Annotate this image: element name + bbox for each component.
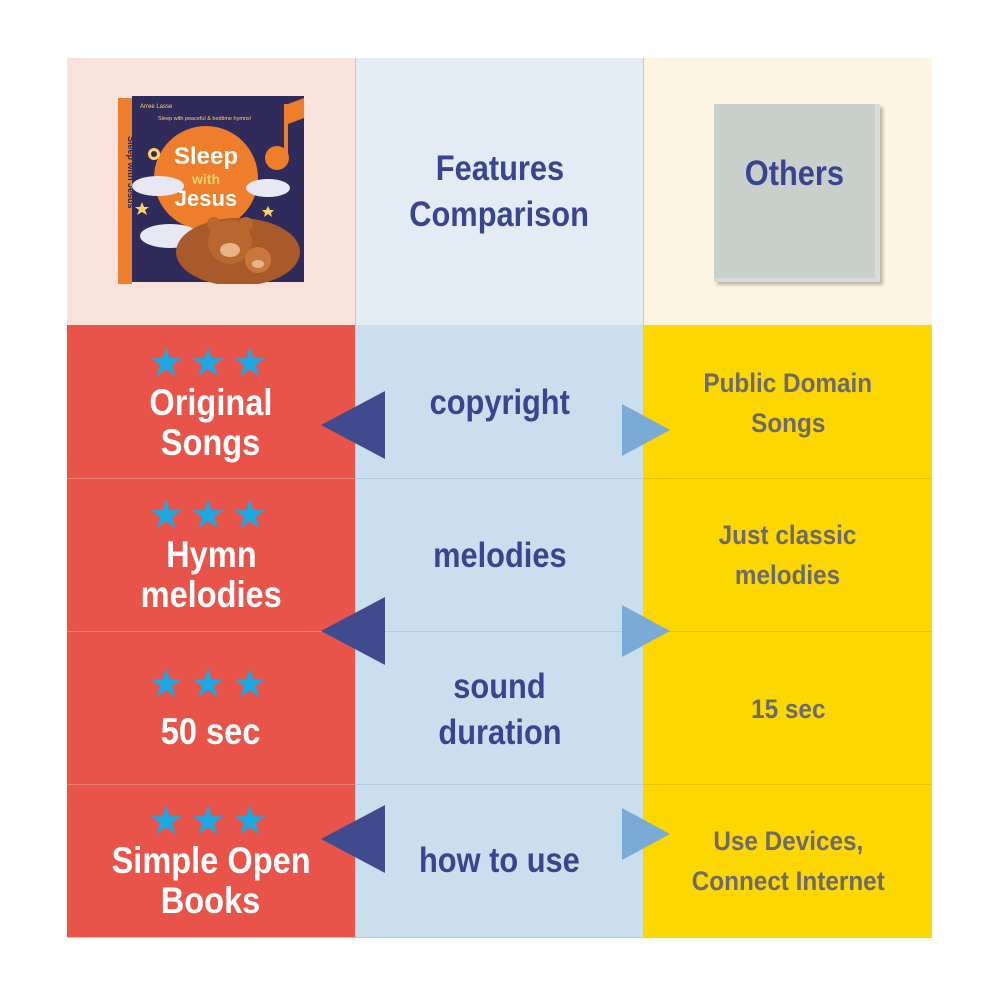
row-1-feature-cell: copyright <box>355 378 644 428</box>
row-divider <box>67 631 355 632</box>
right-arrow-icon <box>622 404 670 456</box>
comparison-title-cell: Features Comparison <box>355 58 644 325</box>
row-divider <box>644 631 932 632</box>
row-2-our-book-line-1: Hymn <box>165 534 257 575</box>
row-2-others-cell: Just classic melodies <box>644 512 932 598</box>
row-2-our-book-cell: ★★★ Hymn melodies <box>67 490 355 620</box>
three-star-rating-icon: ★★★ <box>148 493 274 537</box>
three-star-rating-icon: ★★★ <box>148 662 274 706</box>
three-star-rating-icon: ★★★ <box>148 799 274 843</box>
row-divider <box>355 478 644 479</box>
right-arrow-icon <box>622 808 670 860</box>
row-1-our-book-line-1: Original <box>149 382 273 423</box>
right-arrow-icon <box>622 605 670 657</box>
sleep-with-jesus-book-cover: Sleep with Jesus Arree Lasse Sleep with … <box>118 96 304 284</box>
row-2-feature-label: melodies <box>432 536 567 575</box>
row-1-others-line-2: Songs <box>750 408 826 438</box>
book-publisher: Arree Lasse <box>140 104 173 110</box>
row-3-feature-line-2: duration <box>437 713 562 752</box>
row-3-our-book-line-1: 50 sec <box>161 711 261 752</box>
row-4-our-book-cell: ★★★ Simple Open Books <box>67 796 355 926</box>
row-1-others-cell: Public Domain Songs <box>644 360 932 446</box>
row-divider <box>67 784 355 785</box>
row-4-our-book-line-1: Simple Open <box>111 840 311 881</box>
row-divider <box>355 784 644 785</box>
row-3-others-line-1: 15 sec <box>750 694 826 724</box>
comparison-title-line-1: Features <box>435 148 564 188</box>
left-arrow-icon <box>321 391 385 459</box>
left-arrow-icon <box>321 805 385 873</box>
row-4-others-line-2: Connect Internet <box>691 866 885 896</box>
row-2-our-book-line-2: melodies <box>140 574 282 615</box>
row-4-others-cell: Use Devices, Connect Internet <box>644 818 932 904</box>
row-divider <box>67 478 355 479</box>
row-2-others-line-2: melodies <box>735 560 841 590</box>
row-1-others-line-1: Public Domain <box>703 368 873 398</box>
row-1-feature-label: copyright <box>429 383 570 422</box>
row-4-feature-label: how to use <box>419 841 580 880</box>
row-divider <box>644 784 932 785</box>
row-4-our-book-line-2: Books <box>161 880 261 921</box>
book-title-word-3: Jesus <box>175 186 237 211</box>
others-title: Others <box>744 154 845 193</box>
table-bottom-border <box>67 937 932 938</box>
book-title-word-1: Sleep <box>174 143 238 170</box>
row-divider <box>644 478 932 479</box>
row-1-our-book-cell: ★★★ Original Songs <box>67 338 355 468</box>
generic-gray-book: Others <box>714 104 880 282</box>
three-star-rating-icon: ★★★ <box>148 341 274 385</box>
row-divider <box>355 631 644 632</box>
left-arrow-icon <box>321 597 385 665</box>
book-spine-text: Sleep with Jesus <box>126 136 136 209</box>
row-3-feature-line-1: sound <box>453 667 546 706</box>
book-tagline: Sleep with peaceful & bedtime hymns! <box>158 116 252 122</box>
book-title-word-2: with <box>191 171 220 187</box>
row-2-others-line-1: Just classic <box>719 520 857 550</box>
row-3-our-book-cell: ★★★ 50 sec <box>67 660 355 756</box>
row-3-feature-cell: sound duration <box>355 662 644 758</box>
row-3-others-cell: 15 sec <box>644 688 932 730</box>
row-2-feature-cell: melodies <box>355 531 644 581</box>
row-4-others-line-1: Use Devices, <box>713 826 863 856</box>
comparison-title-line-2: Comparison <box>409 194 590 234</box>
row-1-our-book-line-2: Songs <box>161 422 261 463</box>
row-4-feature-cell: how to use <box>355 836 644 886</box>
